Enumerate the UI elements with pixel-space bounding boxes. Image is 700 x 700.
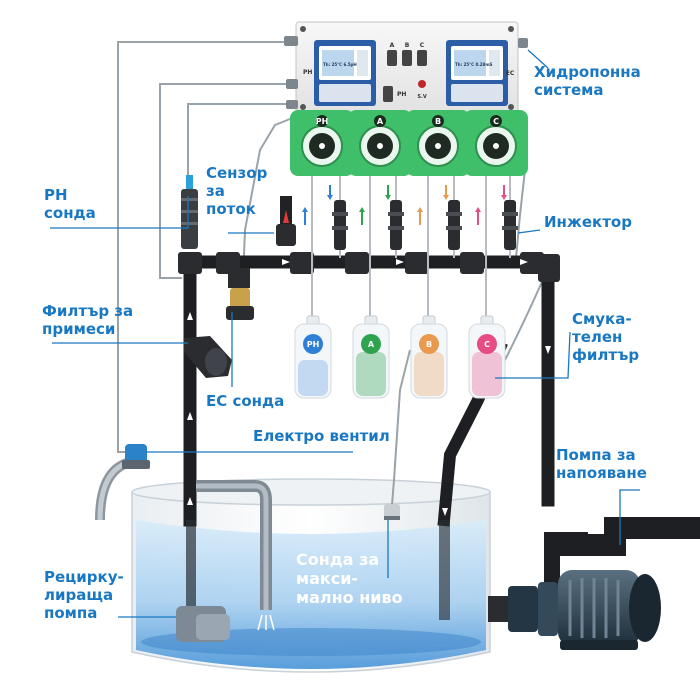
label-line: помпа xyxy=(44,604,98,622)
label-ph-probe: PH сонда xyxy=(44,186,96,222)
return-pipe xyxy=(196,480,275,631)
label-line: PH xyxy=(44,186,68,204)
pump-label-ph: PH xyxy=(316,117,329,126)
callout-lines xyxy=(50,49,640,618)
label-solenoid-valve: Електро вентил xyxy=(253,427,390,445)
pump-label-a: A xyxy=(377,117,384,126)
label-flow-sensor: Сензор за поток xyxy=(206,164,267,218)
bottle-label-c: C xyxy=(484,340,490,349)
panel-ec-tag: EC xyxy=(506,70,515,77)
nutrient-bottles xyxy=(294,315,506,399)
label-hydroponic-system: Хидропонна система xyxy=(534,63,641,99)
bottle-label-ph: PH xyxy=(307,340,320,349)
panel-ph-button-label: PH xyxy=(397,91,406,98)
ph-probe xyxy=(181,175,198,249)
label-line: филтър xyxy=(572,346,640,364)
label-irrigation-pump: Помпа за напояване xyxy=(556,446,647,482)
bottle-c xyxy=(468,315,506,399)
label-line: примеси xyxy=(42,320,116,338)
label-line: сонда xyxy=(44,204,96,222)
label-line: мално ниво xyxy=(296,588,403,607)
flow-sensor xyxy=(276,196,296,246)
label-line: Смука- xyxy=(572,310,632,328)
label-line: система xyxy=(534,81,604,99)
flow-arrows xyxy=(187,259,551,516)
pump-label-c: C xyxy=(493,117,499,126)
panel-c-label: C xyxy=(420,42,425,49)
label-line: Хидропонна xyxy=(534,63,641,81)
max-level-probe-body xyxy=(384,349,411,520)
label-max-level-probe: Сонда за макси- мално ниво xyxy=(296,550,403,607)
label-line: напояване xyxy=(556,464,647,482)
suction-pipe-end xyxy=(439,520,450,620)
dosing-pumps xyxy=(290,110,528,176)
recirculation-pump-body xyxy=(176,520,230,642)
label-line: Сонда за xyxy=(296,550,380,569)
bottle-a xyxy=(352,315,390,399)
screen-left-readout: Th: 25°C 6.5pH xyxy=(323,62,357,67)
bottle-label-b: B xyxy=(426,340,432,349)
label-line: макси- xyxy=(296,569,359,588)
label-ec-probe: ЕС сонда xyxy=(206,392,285,410)
label-line: Сензор xyxy=(206,164,268,182)
bottle-label-a: A xyxy=(368,340,375,349)
label-line: поток xyxy=(206,200,256,218)
panel-a-label: A xyxy=(390,42,395,49)
panel-ph-tag: PH xyxy=(303,69,312,76)
label-impurity-filter: Филтър за примеси xyxy=(42,302,133,338)
solenoid-valve-body xyxy=(95,444,150,521)
injector-valves xyxy=(332,200,518,250)
impurity-filter xyxy=(184,336,232,378)
label-suction-filter: Смука- телен филтър xyxy=(572,310,639,364)
dosing-arrows xyxy=(302,185,507,225)
pump-label-b: B xyxy=(435,117,441,126)
label-line: Помпа за xyxy=(556,446,636,464)
label-line: Филтър за xyxy=(42,302,134,320)
label-line: за xyxy=(206,182,225,200)
ec-probe-body xyxy=(226,268,254,320)
label-injector: Инжектор xyxy=(544,213,632,231)
panel-sv-label: S.V xyxy=(417,94,427,100)
bottle-b xyxy=(410,315,448,399)
screen-right-readout: Th: 25°C 0.28mS xyxy=(455,62,493,67)
label-line: Рецирку- xyxy=(44,568,124,586)
bottle-ph xyxy=(294,315,332,399)
label-recirculation-pump: Рецирку- лираща помпа xyxy=(44,568,124,622)
label-line: лираща xyxy=(44,586,114,604)
label-line: телен xyxy=(572,328,623,346)
controller-panel xyxy=(284,21,528,115)
irrigation-pump-body xyxy=(488,570,661,650)
panel-b-label: B xyxy=(405,42,410,49)
